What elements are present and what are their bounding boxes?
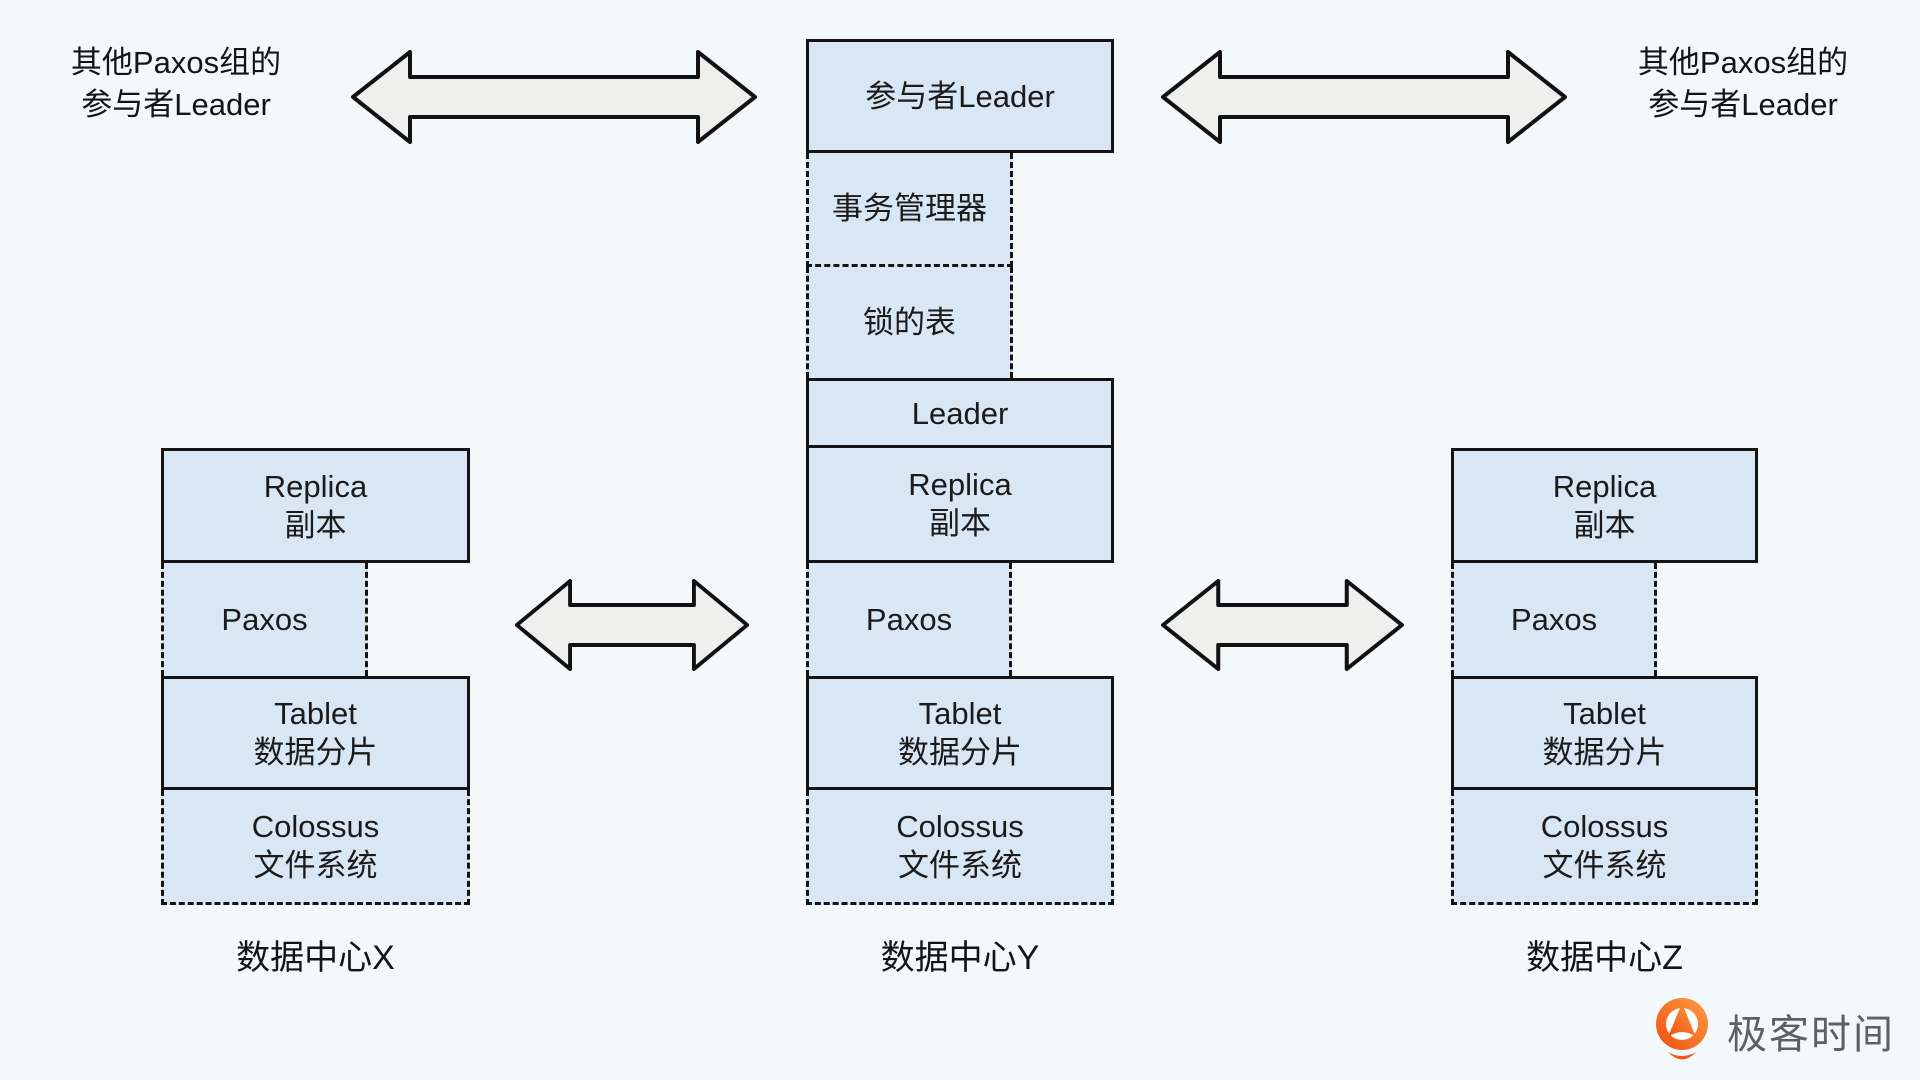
label-datacenter-z: 数据中心Z — [1526, 939, 1683, 977]
box-label: Colossus — [251, 809, 380, 844]
box-transaction-manager: 事务管理器 — [806, 153, 1013, 267]
box-tablet-x: Tablet 数据分片 — [161, 676, 470, 790]
box-label: Replica — [263, 468, 368, 504]
box-label: 数据分片 — [253, 735, 378, 770]
box-label: 文件系统 — [1542, 848, 1667, 883]
box-replica-z: Replica 副本 — [1451, 448, 1758, 563]
label-datacenter-x: 数据中心X — [236, 939, 395, 977]
double-arrow-mid-left-icon — [512, 572, 752, 678]
box-label: 文件系统 — [253, 848, 378, 883]
box-participant-leader: 参与者Leader — [806, 39, 1114, 153]
box-label: 数据分片 — [1542, 735, 1667, 770]
box-label: 文件系统 — [898, 848, 1022, 883]
note-line: 参与者Leader — [1648, 87, 1838, 122]
box-replica-x: Replica 副本 — [161, 448, 470, 563]
box-colossus-y: Colossus 文件系统 — [806, 790, 1114, 905]
box-tablet-z: Tablet 数据分片 — [1451, 676, 1758, 790]
box-replica-y: Replica 副本 — [806, 448, 1114, 563]
box-label: Colossus — [896, 809, 1024, 844]
box-label: 数据分片 — [898, 735, 1022, 770]
box-label: Tablet — [918, 696, 1002, 731]
box-label: Paxos — [221, 602, 308, 637]
box-label: Paxos — [1510, 602, 1598, 637]
box-label: Colossus — [1540, 809, 1669, 844]
box-paxos-y: Paxos — [806, 563, 1012, 676]
geektime-logo-icon — [1656, 998, 1708, 1060]
double-arrow-top-right-icon — [1158, 44, 1570, 150]
box-label: Leader — [911, 395, 1009, 431]
note-line: 其他Paxos组的 — [1637, 45, 1849, 80]
box-label: Replica — [1552, 468, 1657, 504]
note-line: 其他Paxos组的 — [70, 45, 282, 80]
double-arrow-top-left-icon — [348, 44, 760, 150]
note-other-paxos-left: 其他Paxos组的 参与者Leader — [36, 42, 316, 126]
box-leader: Leader — [806, 378, 1114, 448]
box-label: 锁的表 — [863, 305, 956, 340]
box-colossus-x: Colossus 文件系统 — [161, 790, 470, 905]
double-arrow-mid-right-icon — [1158, 572, 1407, 678]
geektime-logo-text: 极客时间 — [1727, 1013, 1895, 1057]
box-label: Tablet — [274, 696, 357, 731]
note-other-paxos-right: 其他Paxos组的 参与者Leader — [1603, 42, 1883, 126]
box-tablet-y: Tablet 数据分片 — [806, 676, 1114, 790]
box-label: 事务管理器 — [832, 191, 987, 226]
box-paxos-x: Paxos — [161, 563, 368, 676]
box-label: 副本 — [284, 507, 347, 543]
note-line: 参与者Leader — [81, 87, 271, 122]
geektime-logo: 极客时间 — [1650, 996, 1895, 1066]
label-datacenter-y: 数据中心Y — [880, 939, 1040, 977]
box-paxos-z: Paxos — [1451, 563, 1657, 676]
box-label: 参与者Leader — [865, 78, 1055, 114]
box-label: Paxos — [865, 602, 953, 637]
box-label: Replica — [908, 467, 1012, 502]
box-label: 副本 — [1573, 507, 1636, 543]
box-label: 副本 — [929, 506, 991, 541]
box-lock-table: 锁的表 — [806, 267, 1013, 378]
box-colossus-z: Colossus 文件系统 — [1451, 790, 1758, 905]
box-label: Tablet — [1563, 696, 1646, 731]
